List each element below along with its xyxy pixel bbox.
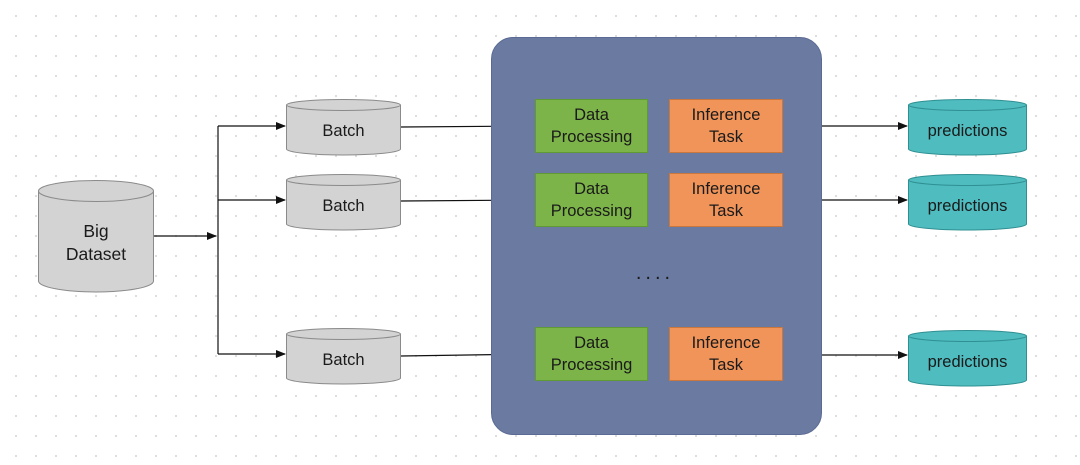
- database-icon: [908, 330, 1027, 387]
- batch-label: Batch: [322, 350, 365, 369]
- predictions-label: predictions: [927, 121, 1008, 140]
- data-processing-box: Data Processing: [535, 99, 648, 153]
- ellipsis-more-pipelines: ....: [635, 262, 675, 284]
- batch-cylinder: Batch: [286, 328, 401, 385]
- inference-task-label: Inference Task: [691, 106, 761, 146]
- predictions-label: predictions: [927, 352, 1008, 371]
- data-processing-box: Data Processing: [535, 327, 648, 381]
- database-icon: [908, 174, 1027, 231]
- data-processing-label: Data Processing: [550, 334, 633, 374]
- inference-task-box: Inference Task: [669, 99, 783, 153]
- big-dataset-label: Big Dataset: [65, 221, 127, 264]
- batch-cylinder: Batch: [286, 174, 401, 231]
- database-icon: [286, 328, 401, 385]
- database-icon: [286, 99, 401, 156]
- inference-task-box: Inference Task: [669, 173, 783, 227]
- predictions-cylinder: predictions: [908, 330, 1027, 387]
- inference-task-box: Inference Task: [669, 327, 783, 381]
- inference-task-label: Inference Task: [691, 334, 761, 374]
- batch-cylinder: Batch: [286, 99, 401, 156]
- data-processing-label: Data Processing: [550, 106, 633, 146]
- data-processing-label: Data Processing: [550, 180, 633, 220]
- database-icon: [286, 174, 401, 231]
- batch-label: Batch: [322, 196, 365, 215]
- predictions-cylinder: predictions: [908, 174, 1027, 231]
- predictions-cylinder: predictions: [908, 99, 1027, 156]
- inference-task-label: Inference Task: [691, 180, 761, 220]
- predictions-label: predictions: [927, 196, 1008, 215]
- batch-label: Batch: [322, 121, 365, 140]
- big-dataset-cylinder: Big Dataset: [38, 180, 154, 293]
- database-icon: [908, 99, 1027, 156]
- data-processing-box: Data Processing: [535, 173, 648, 227]
- database-icon: [38, 180, 154, 293]
